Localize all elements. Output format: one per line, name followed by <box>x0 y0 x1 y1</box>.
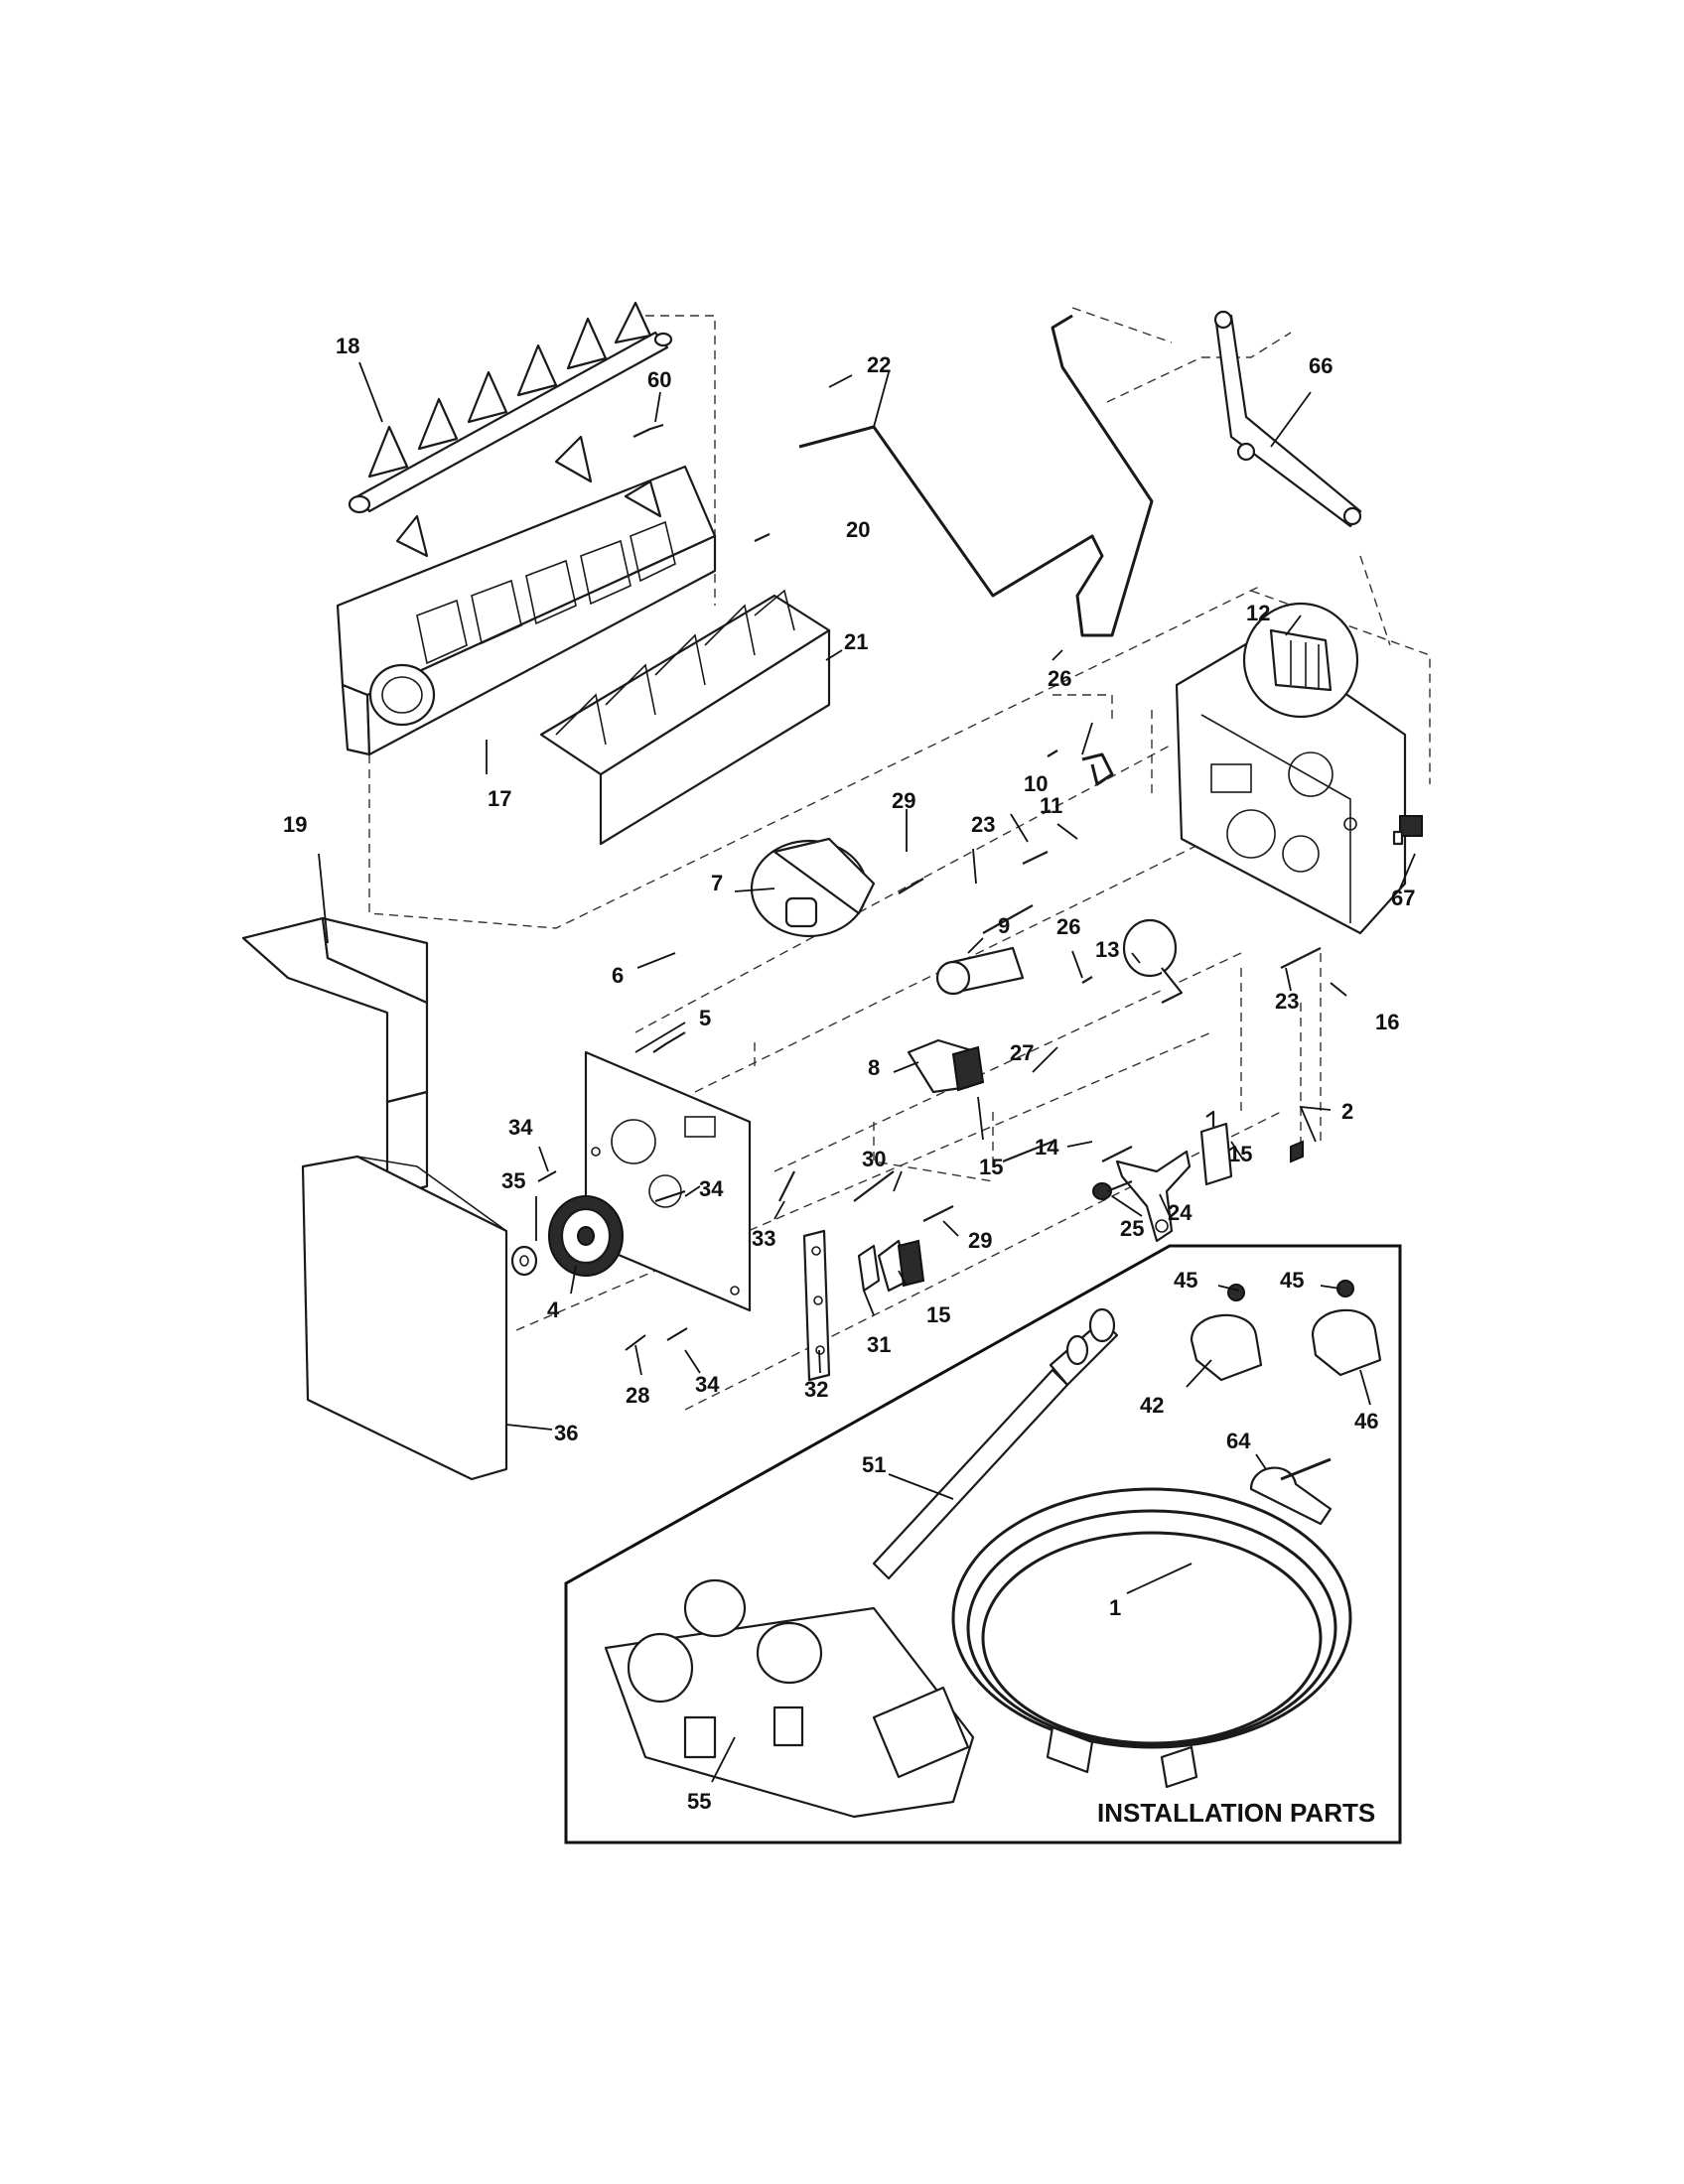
callout-30: 30 <box>862 1147 886 1171</box>
water-line-part-1 <box>951 1487 1352 1789</box>
arm-part-24 <box>1115 1150 1192 1243</box>
callout-17: 17 <box>488 786 511 811</box>
callout-24: 24 <box>1168 1200 1193 1225</box>
callout-34c: 34 <box>695 1372 720 1397</box>
callout-12: 12 <box>1246 601 1270 625</box>
callout-20: 20 <box>846 517 870 542</box>
callout-21: 21 <box>844 629 868 654</box>
tube-part-51 <box>872 1307 1119 1580</box>
screw-parts-25-2 <box>1092 1179 1133 1200</box>
clamp-part-42 <box>1190 1284 1263 1382</box>
thermostat-part-9 <box>935 946 1025 996</box>
callout-29b: 29 <box>968 1228 992 1253</box>
callout-27: 27 <box>1010 1040 1034 1065</box>
tab-part-31 <box>857 1244 881 1293</box>
callout-19: 19 <box>283 812 307 837</box>
clamp-part-46 <box>1311 1280 1382 1377</box>
shutoff-arm-part-22 <box>798 314 1154 637</box>
callout-16: 16 <box>1375 1010 1399 1034</box>
callout-55: 55 <box>687 1789 711 1814</box>
callout-25: 25 <box>1120 1216 1144 1241</box>
callout-23b: 23 <box>1275 989 1299 1014</box>
gear-part-4 <box>548 1195 624 1277</box>
callout-34a: 34 <box>508 1115 533 1140</box>
ejector-part-18 <box>348 301 673 514</box>
callout-45b: 45 <box>1280 1268 1304 1293</box>
callout-34b: 34 <box>699 1176 724 1201</box>
callout-15b: 15 <box>1228 1142 1252 1166</box>
callout-22: 22 <box>867 352 891 377</box>
mounting-plate-part-5 <box>584 1050 752 1312</box>
callout-labels: 18 60 20 22 66 21 17 19 12 26 10 11 29 2… <box>283 334 1415 1828</box>
callout-4: 4 <box>547 1297 560 1322</box>
cover-part-36 <box>301 1155 508 1481</box>
callout-29a: 29 <box>892 788 915 813</box>
callout-64: 64 <box>1226 1429 1251 1453</box>
installation-parts-caption: INSTALLATION PARTS <box>1097 1798 1375 1828</box>
callout-33: 33 <box>752 1226 775 1251</box>
callout-36: 36 <box>554 1421 578 1445</box>
callout-1: 1 <box>1109 1595 1121 1620</box>
callout-15c: 15 <box>926 1302 950 1327</box>
callout-18: 18 <box>336 334 359 358</box>
callout-26a: 26 <box>1048 666 1071 691</box>
installation-parts-box <box>564 1244 1402 1844</box>
callout-11: 11 <box>1040 793 1062 818</box>
callout-15a: 15 <box>979 1155 1003 1179</box>
heater-part-13 <box>1122 918 1184 1004</box>
callout-45a: 45 <box>1174 1268 1197 1293</box>
connector-detail-part-12 <box>1242 602 1359 719</box>
lever-part-66 <box>1213 310 1362 528</box>
callout-66: 66 <box>1309 353 1333 378</box>
leader-lines <box>318 361 1416 1783</box>
switch-parts-8-15 <box>877 1038 1233 1293</box>
callout-7: 7 <box>711 871 723 895</box>
callout-35: 35 <box>501 1168 525 1193</box>
callout-28: 28 <box>626 1383 649 1408</box>
bracket-part-32 <box>802 1229 831 1382</box>
callout-42: 42 <box>1140 1393 1164 1418</box>
callout-13: 13 <box>1095 937 1119 962</box>
callout-51: 51 <box>862 1452 886 1477</box>
callout-31: 31 <box>867 1332 891 1357</box>
callout-46: 46 <box>1354 1409 1378 1433</box>
callout-67: 67 <box>1391 886 1415 910</box>
water-valve-part-55 <box>604 1578 975 1819</box>
callout-10: 10 <box>1024 771 1048 796</box>
ice-mold-part-17 <box>336 435 717 756</box>
callout-5: 5 <box>699 1006 711 1030</box>
callout-60: 60 <box>647 367 671 392</box>
callout-9: 9 <box>998 913 1010 938</box>
callout-8: 8 <box>868 1055 880 1080</box>
callout-23a: 23 <box>971 812 995 837</box>
screws <box>537 423 1322 1351</box>
shield-part-19 <box>241 916 429 1198</box>
clamp-part-64 <box>1249 1457 1333 1526</box>
callout-26b: 26 <box>1056 914 1080 939</box>
callout-6: 6 <box>612 963 624 988</box>
callout-14: 14 <box>1035 1135 1059 1160</box>
clip-part-11 <box>1081 752 1114 786</box>
motor-part-7 <box>750 837 876 938</box>
callout-2: 2 <box>1341 1099 1353 1124</box>
callout-32: 32 <box>804 1377 828 1402</box>
washer-part-35 <box>510 1245 538 1277</box>
stripper-part-21 <box>539 589 831 846</box>
switch-part-67 <box>1392 815 1423 846</box>
